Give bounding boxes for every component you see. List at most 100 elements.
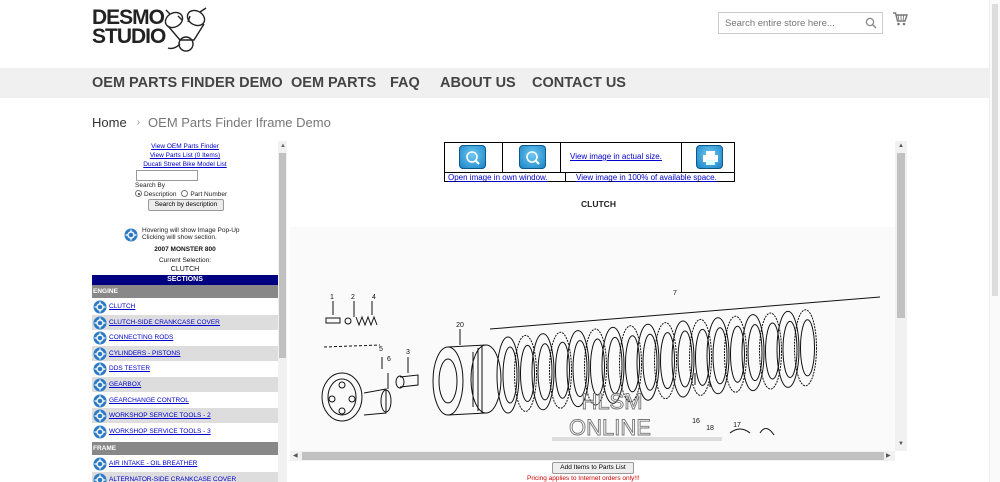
scrollbar-thumb[interactable] [279,153,286,358]
search-icon[interactable] [865,17,877,29]
clutch-exploded-diagram[interactable]: 1 2 4 7 20 5 3 6 16 18 17 HLSM ONLINE [290,227,895,451]
main-nav: OEM PARTS FINDER DEMO OEM PARTS FAQ ABOU… [0,68,1000,98]
current-selection-value: CLUTCH [170,266,200,273]
current-selection-label: Current Selection: [158,257,212,264]
zoom-in-icon[interactable] [459,145,486,169]
section-link[interactable]: DDS TESTER [109,365,151,373]
section-gear-icon[interactable] [93,347,107,363]
nav-oem-parts[interactable]: OEM PARTS [291,75,377,91]
section-link[interactable]: GEARCHANGE CONTROL [109,396,189,404]
section-row[interactable]: WORKSHOP SERVICE TOOLS - 2 [92,408,278,425]
section-row[interactable]: CLUTCH-SIDE CRANKCASE COVER [92,314,278,332]
section-row[interactable]: GEARCHANGE CONTROL [92,393,278,408]
section-link[interactable]: ALTERNATOR-SIDE CRANKCASE COVER [109,475,237,482]
section-list-scrollbar[interactable]: ▲ [278,141,287,482]
section-row[interactable]: CLUTCH [92,299,278,314]
section-gear-icon[interactable] [93,300,107,316]
search-by-options: Description Part Number [135,190,227,198]
search-box [718,12,883,34]
search-by-description-button[interactable]: Search by description [148,199,224,211]
clutch-plate [706,317,730,395]
breadcrumb-home[interactable]: Home [92,115,127,130]
clutch-plate [741,314,765,392]
scroll-up-arrow-icon[interactable]: ▲ [898,143,904,149]
section-link[interactable]: CONNECTING RODS [109,334,174,342]
breadcrumb-separator-icon: › [136,117,141,128]
vertical-scrollbar-thumb[interactable] [897,153,905,318]
nav-oem-parts-finder-demo[interactable]: OEM PARTS FINDER DEMO [92,75,283,91]
view-parts-list-link[interactable]: View Parts List (0 Items) [149,152,221,159]
scroll-left-arrow-icon[interactable]: ◀ [293,453,298,459]
section-row[interactable]: AIR INTAKE - OIL BREATHER [92,456,278,471]
scroll-up-icon[interactable]: ▲ [280,143,286,149]
clutch-plate-inner [747,324,763,382]
callout-1: 1 [330,294,334,301]
zoom-out-cell [503,143,561,172]
clutch-plate [636,323,660,401]
open-in-window-link[interactable]: Open image in own window. [448,173,548,182]
clutch-plate [654,322,677,400]
clutch-plate [531,333,555,411]
print-icon[interactable] [696,145,723,169]
diagram-horizontal-scrollbar[interactable]: ◀ ▶ [290,451,895,461]
section-gear-icon[interactable] [93,425,107,441]
nav-faq[interactable]: FAQ [390,75,420,91]
view-oem-parts-finder-link[interactable]: View OEM Parts Finder [151,143,219,150]
nav-about-us[interactable]: ABOUT US [440,75,516,91]
section-link[interactable]: GEARBOX [109,381,142,388]
page-scrollbar-thumb[interactable] [992,4,998,296]
clutch-plate-inner [800,319,815,377]
section-gear-icon[interactable] [93,362,107,378]
section-gear-icon[interactable] [93,473,107,482]
add-items-to-parts-list-button[interactable]: Add Items to Parts List [552,462,634,474]
section-gear-icon[interactable] [93,409,107,425]
page-scrollbar[interactable] [989,0,1000,482]
section-row[interactable]: DDS TESTER [92,361,278,376]
section-link[interactable]: WORKSHOP SERVICE TOOLS - 3 [109,427,211,435]
callout-5: 5 [379,346,383,353]
section-link[interactable]: AIR INTAKE - OIL BREATHER [109,460,198,467]
section-link[interactable]: WORKSHOP SERVICE TOOLS - 2 [109,412,211,420]
section-gear-icon[interactable] [93,457,107,473]
site-logo[interactable]: DESMO STUDIO [92,6,217,54]
ducati-model-list-link[interactable]: Ducati Street Bike Model List [143,161,227,168]
hover-help-text: Hovering will show Image Pop-Up Clicking… [142,227,240,241]
part-number-radio[interactable] [181,190,189,197]
zoom-in-cell [445,143,503,172]
full-space-link[interactable]: View image in 100% of available space. [576,173,717,182]
horizontal-scrollbar-thumb[interactable] [302,452,884,460]
nav-contact-us[interactable]: CONTACT US [532,75,626,91]
diagram-vertical-scrollbar[interactable]: ▲ ▼ [895,141,907,451]
actual-size-link[interactable]: View image in actual size. [570,152,662,161]
clutch-plate [514,334,537,412]
clutch-plate-inner [572,340,588,398]
scroll-down-arrow-icon[interactable]: ▼ [898,441,904,447]
callout-18: 18 [706,425,714,432]
description-radio[interactable] [135,190,142,197]
section-row[interactable]: CONNECTING RODS [92,330,278,345]
section-gear-icon[interactable] [93,394,107,410]
section-gear-icon[interactable] [93,331,107,347]
section-gear-icon[interactable] [93,316,107,332]
info-gear-icon [124,228,138,242]
section-link[interactable]: CLUTCH [109,303,136,310]
section-row[interactable]: GEARBOX [92,377,278,392]
cart-icon[interactable] [892,12,908,26]
section-link[interactable]: CLUTCH-SIDE CRANKCASE COVER [109,318,220,326]
section-row[interactable]: CYLINDERS - PISTONS [92,345,278,363]
section-row[interactable]: WORKSHOP SERVICE TOOLS - 3 [92,424,278,439]
scroll-right-arrow-icon[interactable]: ▶ [886,453,891,459]
sections-header: SECTIONS [92,275,278,285]
watermark-online: ONLINE [569,415,651,440]
section-gear-icon[interactable] [93,378,107,394]
clutch-plate-inner [642,333,658,391]
part-search-input[interactable] [136,170,198,181]
model-name: 2007 MONSTER 800 [154,246,216,253]
clutch-plate-inner [765,322,780,380]
callout-17: 17 [733,422,741,429]
section-link[interactable]: CYLINDERS - PISTONS [109,349,181,357]
zoom-out-icon[interactable] [519,145,546,169]
section-row[interactable]: ALTERNATOR-SIDE CRANKCASE COVER [92,471,278,482]
search-input[interactable] [719,13,854,34]
part-number-radio-label: Part Number [190,191,228,198]
